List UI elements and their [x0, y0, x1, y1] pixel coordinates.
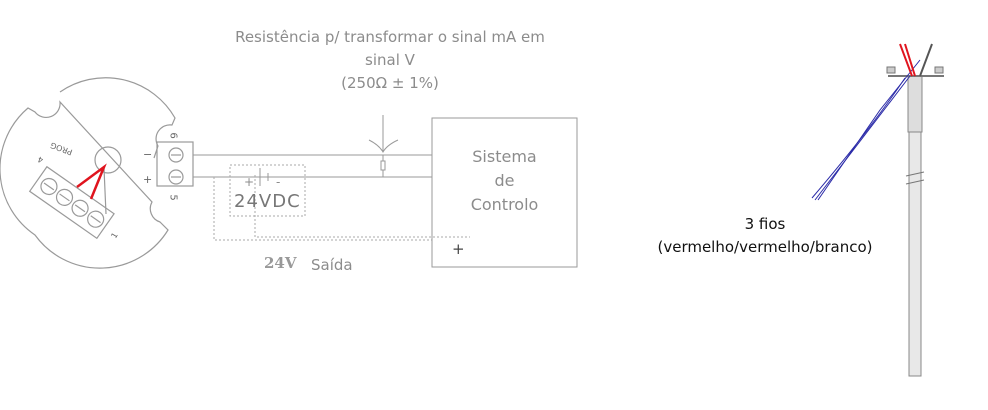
terminal-6: 6 [167, 132, 179, 139]
output-voltage: 24V [264, 254, 297, 272]
power-supply-box [229, 164, 306, 217]
resistor-note: Resistência p/ transformar o sinal mA em… [200, 26, 580, 95]
output-label: Saída [311, 256, 353, 274]
sensor-note-line2: (vermelho/vermelho/branco) [657, 238, 873, 256]
red-wire-jumper [76, 163, 107, 200]
control-plus: + [452, 240, 465, 258]
resistor [380, 160, 386, 171]
sensor-note: 3 fios (vermelho/vermelho/branco) [620, 213, 910, 259]
control-system-box [431, 117, 578, 268]
terminal-5: 5 [167, 194, 179, 201]
output-dotted-lines [213, 175, 470, 241]
control-system-label: Sistema de Controlo [432, 145, 577, 217]
resistor-note-line2: sinal V [365, 51, 415, 69]
terminal-plus: + [143, 173, 153, 186]
power-supply-minus: - [276, 175, 281, 189]
resistor-note-line1: Resistência p/ transformar o sinal mA em [235, 28, 545, 46]
transmitter-head [0, 77, 194, 269]
power-supply-label: 24VDC [234, 191, 301, 212]
control-line1: Sistema [472, 147, 537, 166]
control-line3: Controlo [470, 195, 539, 214]
sensor-probe [886, 66, 944, 377]
signal-wires [193, 115, 432, 178]
sensor-note-line1: 3 fios [744, 215, 786, 233]
sensor-wires [811, 43, 933, 201]
terminal-minus: − [143, 148, 153, 161]
battery-symbol [259, 168, 269, 186]
control-line2: de [494, 171, 515, 190]
power-supply-plus: + [244, 175, 255, 189]
resistor-note-line3: (250Ω ± 1%) [341, 74, 439, 92]
